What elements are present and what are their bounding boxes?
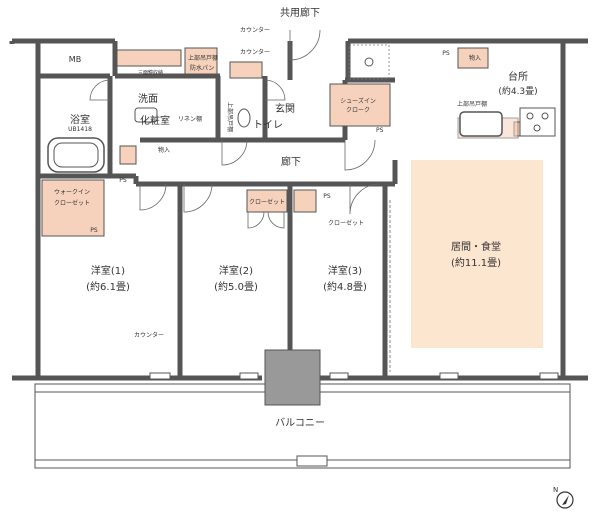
label-entrance: 玄関 [275, 102, 295, 115]
stove-icon [519, 107, 556, 137]
label-powder-room: 化粧室 [140, 114, 170, 127]
windows [149, 200, 559, 380]
walk-in-closet [41, 179, 105, 237]
label-bedroom1: 洋室(1) [91, 264, 125, 277]
fixtures [47, 44, 556, 406]
label-living-dining-size: (約11.1畳) [451, 256, 501, 269]
label-common-corridor: 共用廊下 [280, 6, 320, 19]
entrance-floor [348, 44, 390, 80]
label-kitchen: 台所 [508, 70, 528, 83]
label-wash-upper-shelf: 三面鏡収納 [138, 69, 163, 76]
label-bedroom1-size: (約6.1畳) [86, 280, 130, 293]
shoes-in-closet [329, 83, 391, 127]
label-ps-shoe: PS [376, 127, 384, 134]
label-hallway: 廊下 [281, 155, 301, 168]
label-small-storage: 物入 [158, 146, 170, 154]
label-bedroom2: 洋室(2) [219, 264, 253, 277]
label-balcony: バルコニー [275, 417, 325, 429]
kitchen-sink-icon [459, 111, 503, 137]
label-kitchen-storage: 物入 [469, 54, 481, 62]
label-counter-top2: カウンター [240, 48, 270, 56]
label-shoes-in-1: シューズイン [340, 97, 376, 105]
label-kitchen-size: (約4.3畳) [498, 85, 537, 97]
toilet-icon [237, 108, 251, 128]
label-kitchen-upper-shelf: 上部吊戸棚 [457, 100, 487, 108]
label-linen-shelf: リネン棚 [178, 115, 202, 123]
label-upper-hanging-shelf: 上部吊戸棚 [188, 54, 218, 62]
label-upper-shelf-hall: 上部吊戸棚 [226, 102, 234, 132]
label-ps-kitchen: PS [442, 50, 450, 57]
label-closet-bed3: クローゼット [328, 219, 364, 227]
wash-upper-shelf [116, 49, 182, 67]
label-counter-top1: カウンター [240, 26, 270, 34]
label-bedroom2-size: (約5.0畳) [214, 280, 258, 293]
floor-drain-icon [364, 57, 374, 67]
label-closet-bed2: クローゼット [249, 198, 285, 206]
label-bedroom3-size: (約4.8畳) [323, 280, 367, 293]
label-ps-bed1: PS [90, 227, 98, 234]
label-walk-in-2: クローゼット [54, 199, 90, 207]
closet-bedroom2 [246, 189, 288, 213]
interior-walls [40, 73, 398, 378]
label-walk-in-1: ウォークイン [54, 188, 90, 196]
label-washroom: 洗面 [138, 93, 158, 105]
label-mb: MB [69, 55, 81, 64]
closet-bedroom3 [293, 189, 317, 213]
small-storage [119, 145, 137, 165]
compass-icon [556, 491, 574, 509]
label-counter-bed1: カウンター [134, 331, 164, 339]
sink-icon [134, 107, 158, 123]
label-ps-hall: PS [323, 193, 331, 200]
living-dining-area [411, 160, 543, 348]
kitchen-storage [457, 47, 489, 69]
label-toilet: トイレ [253, 120, 283, 131]
label-bedroom3: 洋室(3) [328, 264, 362, 277]
toilet-upper-shelf [229, 61, 263, 79]
doors [89, 29, 381, 229]
label-waterproof-pan: 防水パン [190, 64, 214, 72]
washing-machine-pan [184, 47, 218, 75]
balcony-drain-icon [296, 455, 328, 467]
label-living-dining: 居間・食堂 [451, 240, 501, 253]
label-bath-size: UB1418 [68, 126, 92, 133]
label-shoes-in-2: クローク [346, 107, 370, 114]
column-block [264, 349, 321, 406]
label-ps-bath: PS [119, 177, 127, 184]
label-north: N [553, 486, 558, 494]
north-compass: N [553, 486, 574, 509]
label-bathroom: 浴室 [70, 113, 90, 126]
